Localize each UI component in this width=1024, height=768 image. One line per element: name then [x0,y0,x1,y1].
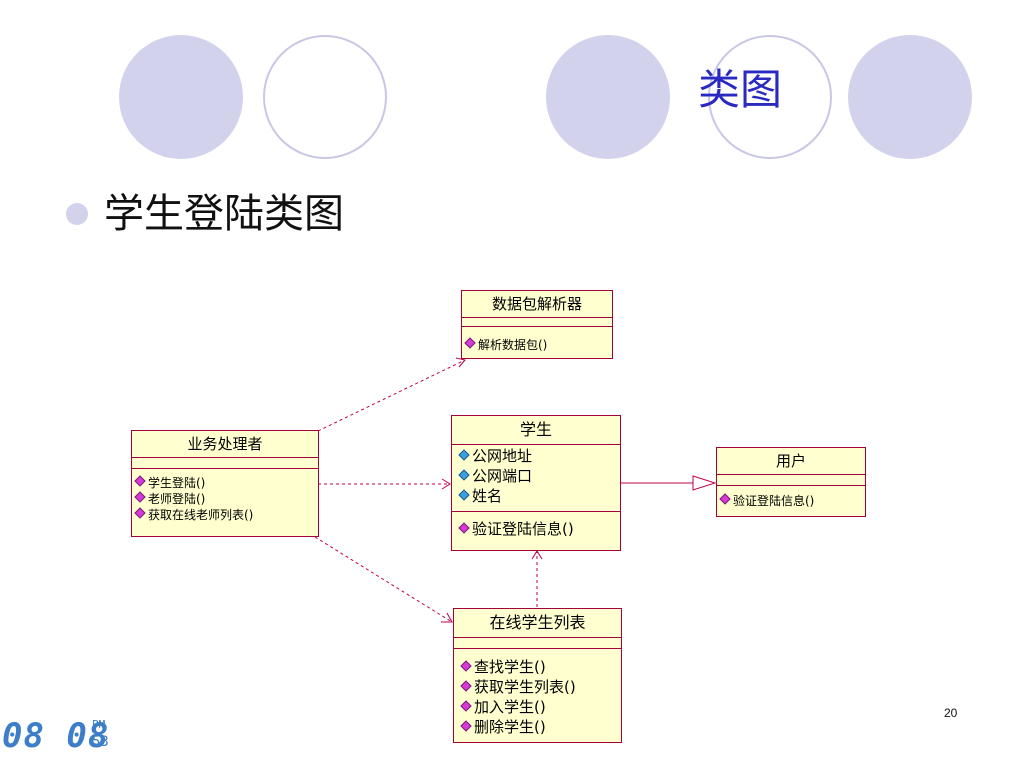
decor-circle-2 [263,35,387,159]
operation-label: 加入学生() [474,698,546,716]
operation-icon [460,700,472,712]
class-operations: 解析数据包() [462,327,612,355]
arrowhead-handler-parser [455,357,466,368]
arrowhead-handler-student [441,478,451,490]
attribute-row: 姓名 [458,486,612,506]
clock-seconds: 53 [92,734,109,750]
class-attributes [454,638,621,649]
attribute-label: 姓名 [472,487,503,505]
operation-label: 获取在线老师列表() [148,508,254,522]
class-attributes [462,318,612,327]
dependency-handler-online-list [314,536,453,623]
attribute-icon [458,489,470,501]
operation-label: 学生登陆() [148,476,206,490]
attribute-label: 公网地址 [472,447,533,465]
operation-icon [460,720,472,732]
class-packet-parser: 数据包解析器 解析数据包() [461,290,613,359]
operation-icon [134,491,146,503]
arrowhead-handler-online-list [441,612,453,623]
class-header: 学生 [452,416,620,445]
operation-icon [719,493,731,505]
operation-icon [134,507,146,519]
operation-row: 获取学生列表() [460,677,613,697]
page-number: 20 [944,706,958,720]
operation-label: 删除学生() [474,718,546,736]
operation-row: 验证登陆信息() [458,519,612,539]
clock-widget: 08 08 PM 53 [2,716,122,760]
class-attributes [717,475,865,486]
attribute-row: 公网端口 [458,466,612,486]
operation-icon [464,337,476,349]
operation-row: 加入学生() [460,697,613,717]
class-online-student-list: 在线学生列表 查找学生() 获取学生列表() 加入学生() 删除学生() [453,608,622,743]
class-header: 在线学生列表 [454,609,621,638]
decor-circle-5 [848,35,972,159]
class-operations: 查找学生() 获取学生列表() 加入学生() 删除学生() [454,649,621,739]
class-header: 数据包解析器 [462,291,612,318]
operation-label: 解析数据包() [478,338,548,352]
class-header: 业务处理者 [132,431,318,458]
operation-row: 解析数据包() [464,337,608,353]
bullet-text: 学生登陆类图 [104,191,344,237]
operation-row: 查找学生() [460,657,613,677]
clock-ampm: PM [92,718,106,731]
operation-icon [134,475,146,487]
generalization-triangle [692,475,717,491]
attribute-label: 公网端口 [472,467,533,485]
slide-title: 类图 [697,65,782,114]
operation-label: 查找学生() [474,658,546,676]
attribute-row: 公网地址 [458,446,612,466]
decor-circle-1 [119,35,243,159]
class-attributes: 公网地址 公网端口 姓名 [452,445,620,512]
operation-icon [458,522,470,534]
decor-circle-4 [708,35,832,159]
class-business-handler: 业务处理者 学生登陆() 老师登陆() 获取在线老师列表() [131,430,319,537]
class-student: 学生 公网地址 公网端口 姓名 验证登陆信息() [451,415,621,551]
operation-row: 学生登陆() [134,475,314,491]
operation-row: 老师登陆() [134,491,314,507]
decor-circle-3 [546,35,670,159]
class-user: 用户 验证登陆信息() [716,447,866,517]
bullet-icon [66,203,88,225]
class-header: 用户 [717,448,865,475]
attribute-icon [458,449,470,461]
arrowhead-online-list-student [531,550,543,560]
class-operations: 验证登陆信息() [452,512,620,541]
class-operations: 验证登陆信息() [717,486,865,511]
operation-row: 删除学生() [460,717,613,737]
operation-label: 获取学生列表() [474,678,576,696]
operation-label: 验证登陆信息() [472,520,574,538]
clock-time: 08 08 [2,716,110,756]
class-attributes [132,458,318,469]
operation-label: 老师登陆() [148,492,206,506]
dependency-handler-parser [317,359,466,432]
operation-row: 验证登陆信息() [719,493,861,509]
class-operations: 学生登陆() 老师登陆() 获取在线老师列表() [132,469,318,525]
operation-label: 验证登陆信息() [733,494,815,508]
operation-icon [460,680,472,692]
operation-row: 获取在线老师列表() [134,507,314,523]
operation-icon [460,660,472,672]
attribute-icon [458,469,470,481]
